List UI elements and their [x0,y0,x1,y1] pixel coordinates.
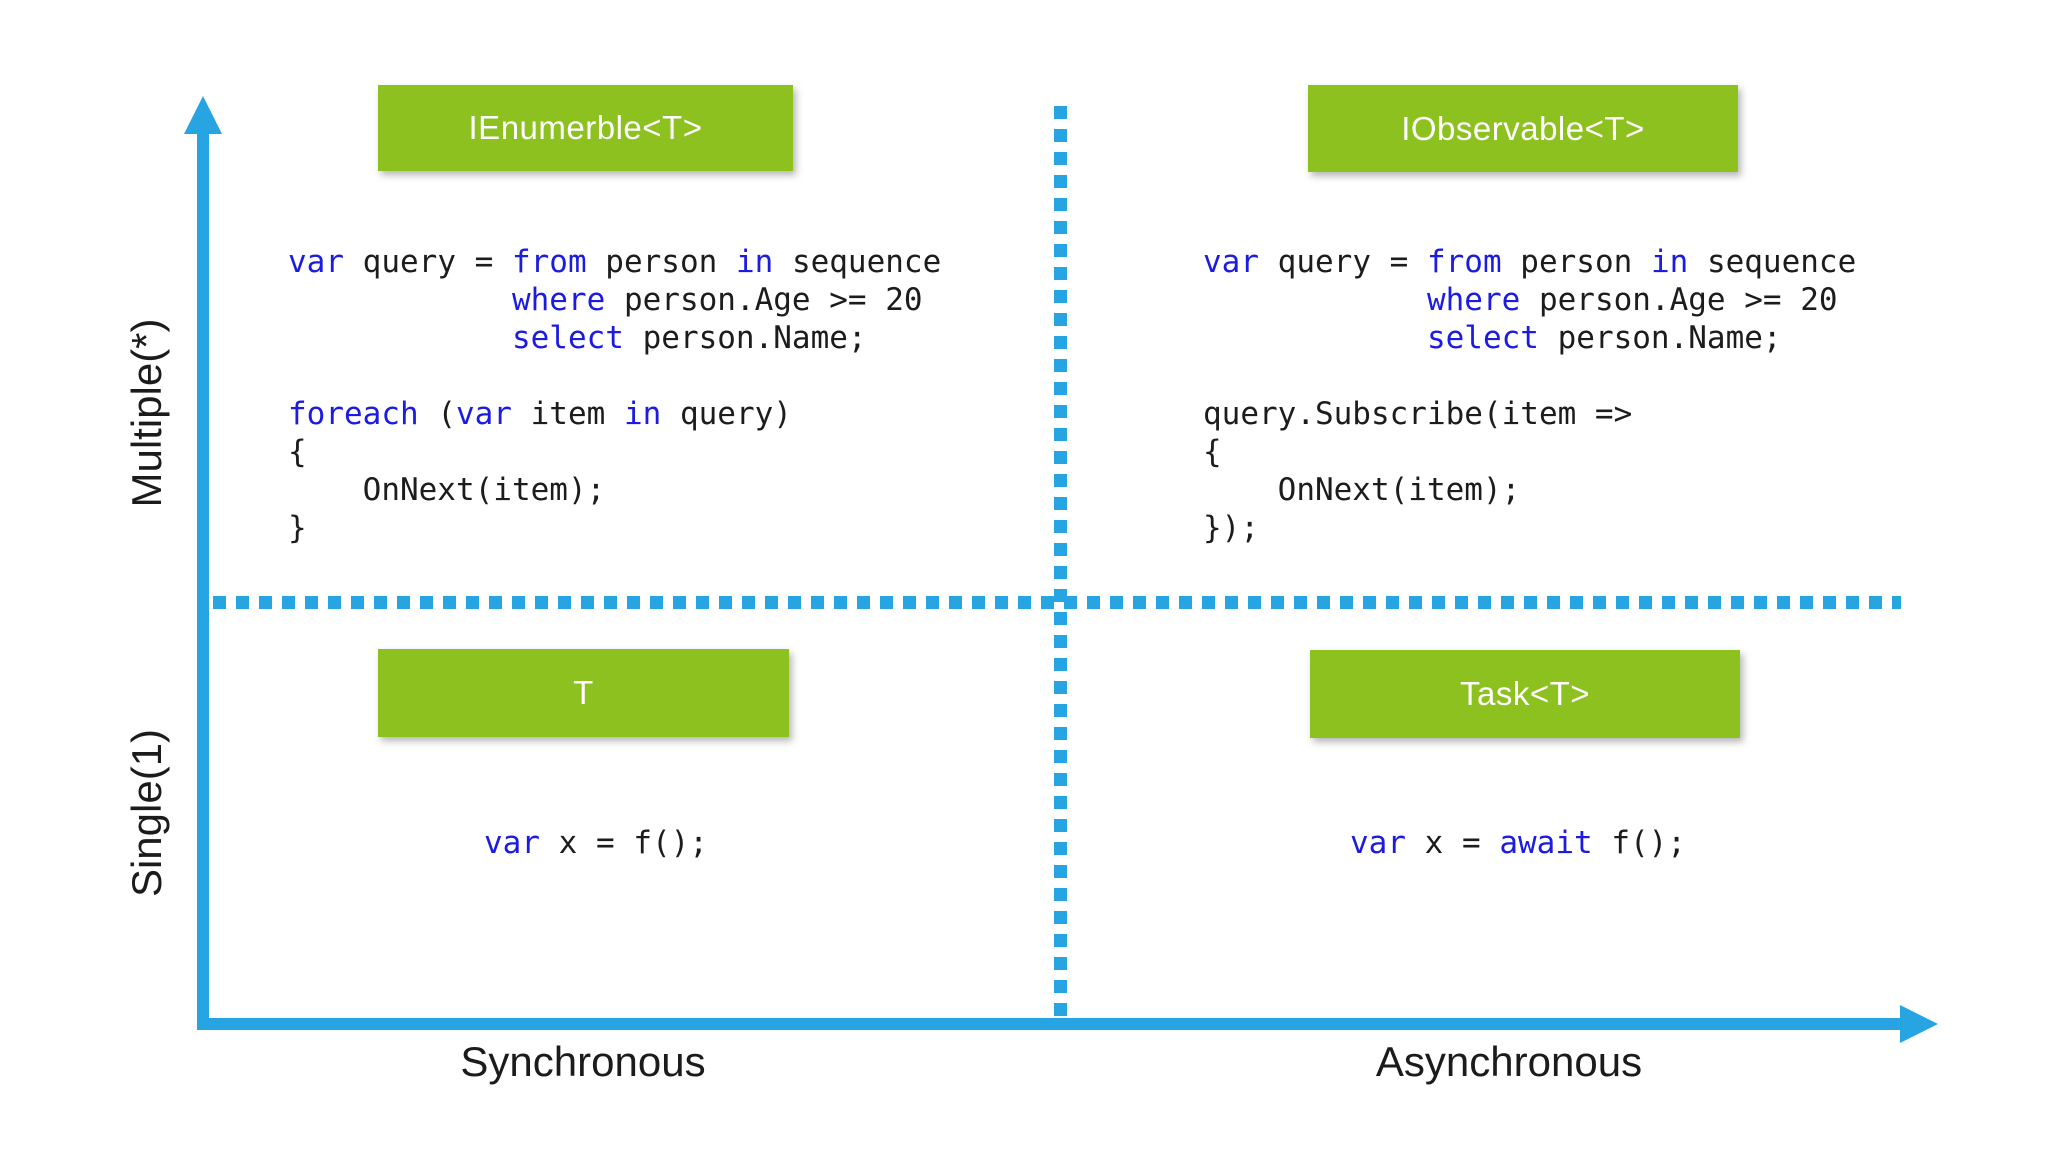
task-code-block: var x = await f(); [1350,825,1686,861]
t-box-label: T [573,674,594,711]
iobservable-box: IObservable<T> [1308,85,1738,172]
task-box: Task<T> [1310,650,1740,738]
ienumerable-box: IEnumerble<T> [378,85,793,171]
iobservable-box-label: IObservable<T> [1401,109,1645,147]
ienumerable-box-label: IEnumerble<T> [468,109,703,146]
iobservable-code-block: var query = from person in sequence wher… [1203,244,1857,546]
task-box-label: Task<T> [1459,675,1591,712]
x-axis-line [197,1018,1900,1030]
y-axis-arrowhead-icon [184,96,222,134]
vertical-dotted-divider [1054,106,1067,1018]
x-axis-arrowhead-icon [1900,1005,1938,1043]
t-box: T [378,649,789,737]
ienumerable-code-block: var query = from person in sequence wher… [288,244,942,546]
y-axis-line [197,128,209,1030]
t-code-block: var x = f(); [484,825,708,861]
x-axis-label-asynchronous: Asynchronous [1375,1038,1643,1085]
x-axis-label-synchronous: Synchronous [460,1038,706,1085]
y-axis-label-single: Single(1) [123,728,170,898]
y-axis-label-multiple: Multiple(*) [123,318,170,508]
